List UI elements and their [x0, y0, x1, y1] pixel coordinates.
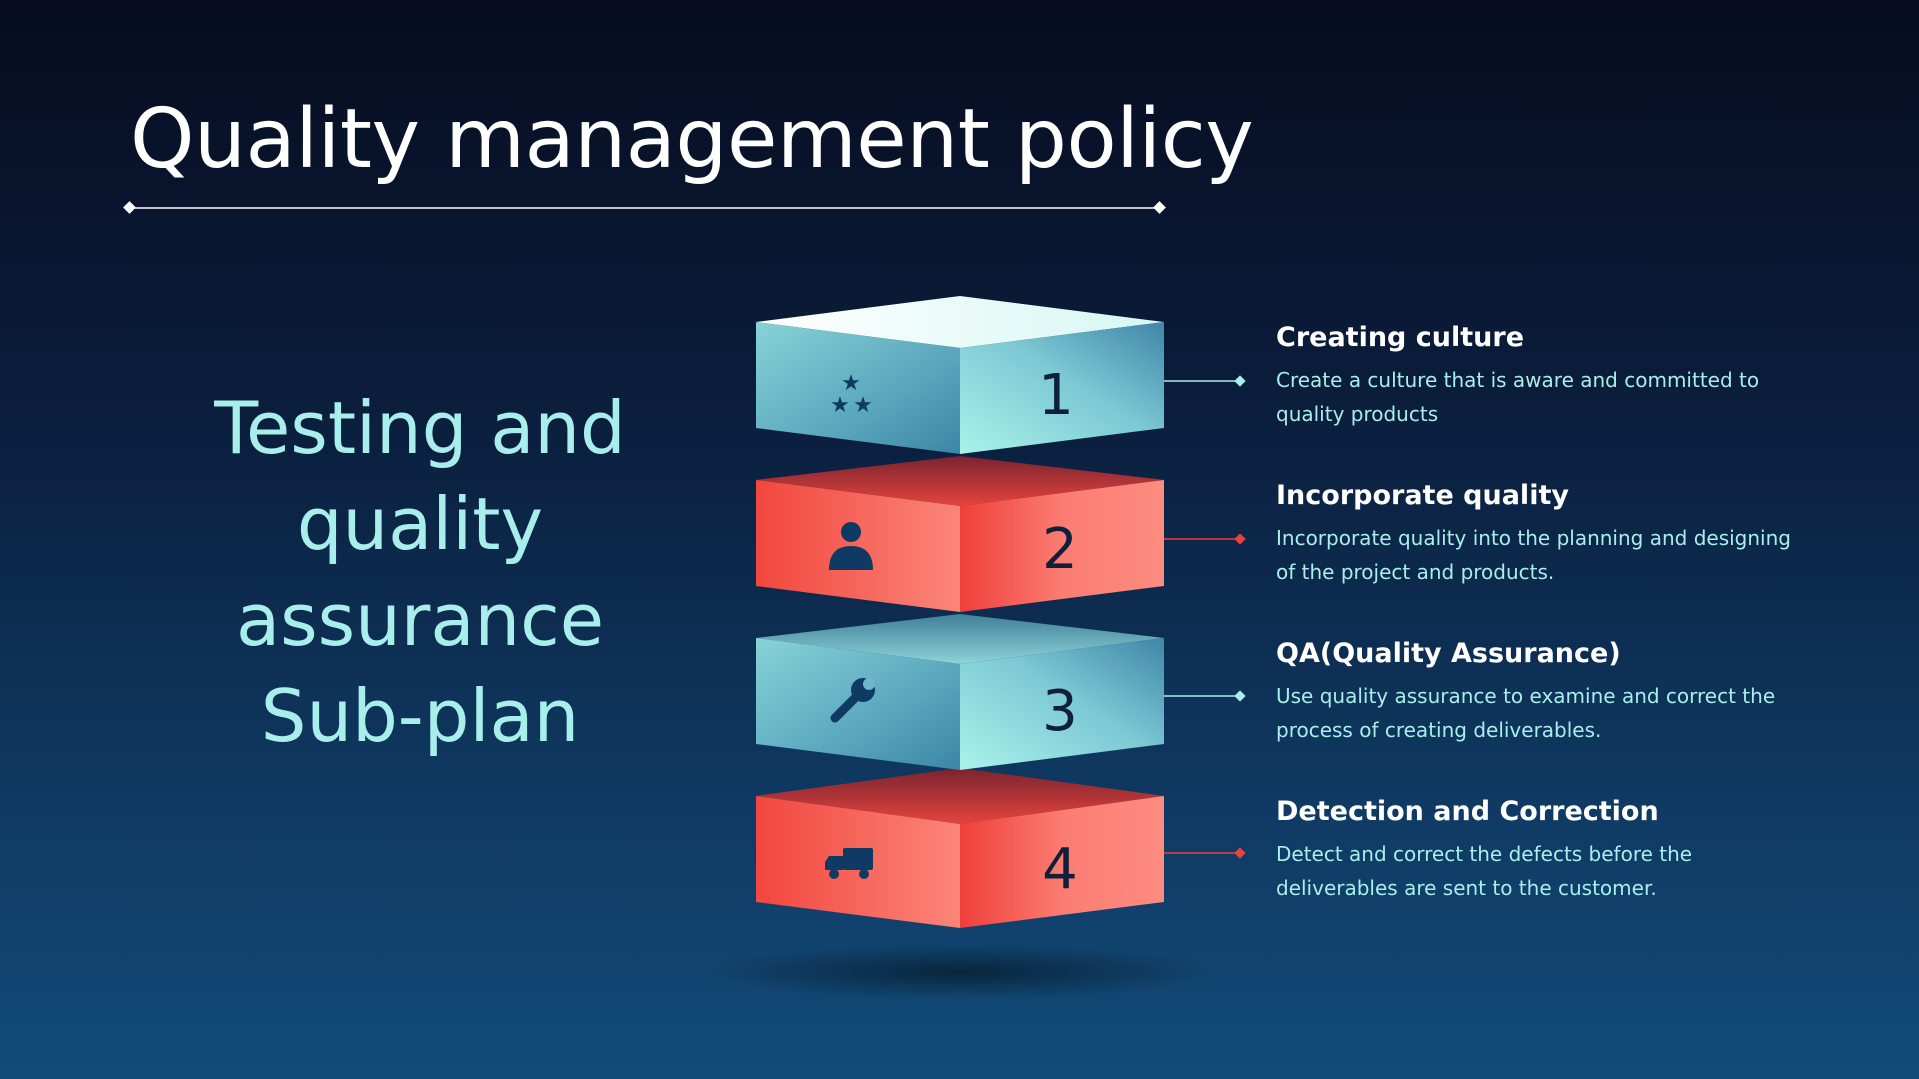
step-3-heading: QA(Quality Assurance) [1276, 638, 1621, 669]
svg-text:★: ★ [841, 371, 861, 396]
step-number-4: 4 [1042, 837, 1078, 902]
stack-block-4: 4 [756, 768, 1164, 928]
svg-text:★: ★ [830, 393, 850, 418]
wrench-icon [830, 678, 875, 723]
stack-block-3: 3 [756, 614, 1164, 770]
connector-2 [1164, 533, 1246, 545]
subtitle-line: Testing and [214, 386, 626, 470]
step-4-heading: Detection and Correction [1276, 796, 1659, 827]
step-3-description: Use quality assurance to examine and cor… [1276, 684, 1776, 742]
title-underline [123, 201, 1166, 214]
step-number-1: 1 [1038, 363, 1074, 428]
connector-1 [1164, 375, 1246, 387]
truck-icon [825, 848, 873, 879]
step-2-heading: Incorporate quality [1276, 480, 1569, 511]
step-1-description: Create a culture that is aware and commi… [1276, 368, 1760, 426]
svg-text:★: ★ [853, 393, 873, 418]
connector-4 [1164, 847, 1246, 859]
step-4-description: Detect and correct the defects before th… [1276, 842, 1693, 900]
step-2-text: Incorporate quality Incorporate quality … [1276, 480, 1806, 589]
step-2-description: Incorporate quality into the planning an… [1276, 526, 1791, 584]
subtitle-line: assurance [235, 578, 604, 662]
stack-shadow [700, 944, 1220, 1000]
step-4-text: Detection and Correction Detect and corr… [1276, 796, 1806, 905]
subtitle: Testing and quality assurance Sub-plan [180, 380, 660, 764]
step-3-text: QA(Quality Assurance) Use quality assura… [1276, 638, 1806, 747]
subtitle-line: Sub-plan [260, 674, 580, 758]
stack-block-2: 2 [756, 456, 1164, 612]
step-1-text: Creating culture Create a culture that i… [1276, 322, 1806, 431]
stack-block-1: ★ ★ ★ 1 [756, 296, 1164, 454]
step-number-3: 3 [1042, 679, 1078, 744]
step-1-heading: Creating culture [1276, 322, 1525, 353]
page-title: Quality management policy [130, 92, 1254, 187]
subtitle-line: quality [296, 482, 544, 566]
step-number-2: 2 [1042, 517, 1078, 582]
person-icon [829, 522, 873, 570]
stars-icon: ★ ★ ★ [830, 371, 873, 418]
connector-3 [1164, 690, 1246, 702]
